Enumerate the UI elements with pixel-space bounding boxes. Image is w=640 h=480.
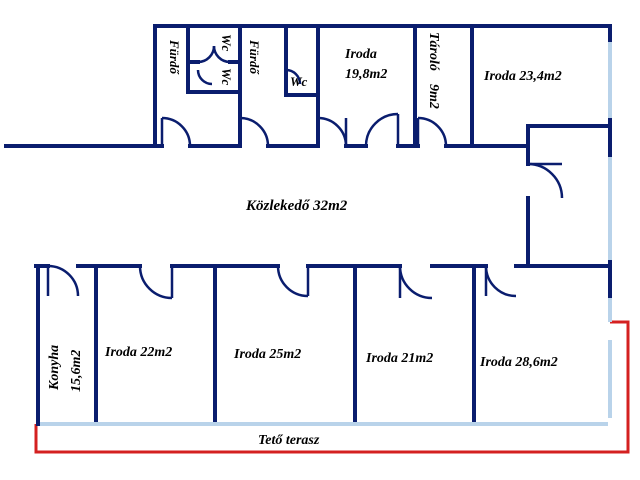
label-terasz: Tető terasz — [258, 433, 320, 448]
label-iroda-top2: Iroda 23,4m2 — [483, 69, 562, 84]
label-iroda-b3: Iroda 21m2 — [365, 351, 433, 366]
label-tarolo-area: 9m2 — [426, 84, 441, 109]
label-iroda-b1: Iroda 22m2 — [104, 345, 172, 360]
label-iroda-top1-area: 19,8m2 — [345, 67, 387, 82]
walls — [4, 24, 612, 426]
label-iroda-b4: Iroda 28,6m2 — [479, 355, 558, 370]
label-konyha-area: 15,6m2 — [69, 350, 84, 392]
label-tarolo-name: Tároló — [426, 32, 441, 71]
label-furdo-right: Fürdő — [247, 39, 262, 75]
label-konyha-name: Konyha — [47, 345, 62, 391]
label-wc-small: Wc — [290, 74, 308, 89]
label-wc-top: Wc — [219, 34, 234, 52]
label-iroda-top1-name: Iroda — [344, 47, 377, 62]
roof-terrace-outline — [34, 320, 630, 454]
label-furdo-left: Fürdő — [167, 39, 182, 75]
windows — [40, 40, 612, 426]
label-iroda-b2: Iroda 25m2 — [233, 347, 301, 362]
label-kozlekedo: Közlekedő 32m2 — [245, 198, 348, 214]
label-wc-mid: Wc — [219, 68, 234, 86]
doors — [46, 45, 564, 300]
